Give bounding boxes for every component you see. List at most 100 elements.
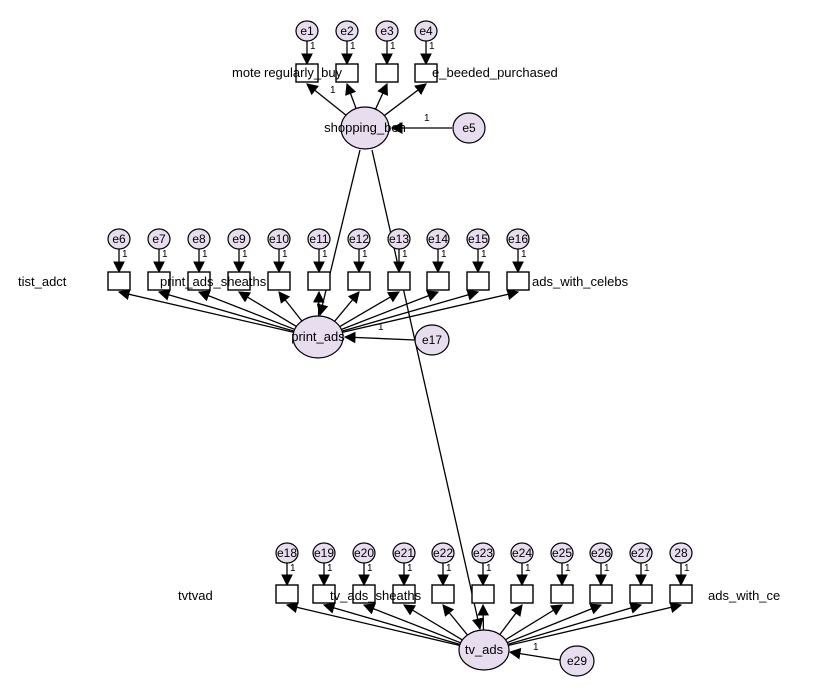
- tv-error-7: [510, 542, 534, 564]
- residual-e29-arrow: [508, 647, 561, 661]
- tv-error-label-1: e18: [277, 546, 297, 560]
- tv-loading-11: [505, 601, 683, 647]
- tv-indicator-box-8: [550, 584, 574, 604]
- print-loading-2: [157, 289, 297, 333]
- shopping-error-weight-1: 1: [310, 41, 316, 52]
- residual-e5: e5 1: [424, 112, 486, 144]
- residual-e5-label: e5: [462, 121, 476, 135]
- tv-error-weight-8: 1: [565, 563, 571, 574]
- print-error-8: [387, 228, 411, 250]
- print-indicator-label-right: ads_with_celebs: [532, 274, 629, 289]
- print-error-label-5: e10: [269, 232, 289, 246]
- tv-error-2: [312, 542, 336, 564]
- shopping-error-1: [295, 20, 319, 42]
- print-error-weight-5: 1: [282, 249, 288, 260]
- print-error-9: [426, 228, 450, 250]
- print-indicator-box-5: [267, 271, 291, 291]
- tv-loading-3: [362, 603, 464, 645]
- residual-e29-label: e29: [567, 654, 587, 668]
- nodes-layer: e11e21e31e41e61e71e81e91e101e111e121e131…: [107, 20, 693, 604]
- print-error-label-7: e12: [349, 232, 369, 246]
- print-error-label-8: e13: [389, 232, 409, 246]
- shopping-loading-weight: 1: [330, 85, 336, 96]
- tv-error-label-5: e22: [433, 546, 453, 560]
- tv-error-weight-1: 1: [290, 563, 296, 574]
- residual-e17-label: e17: [422, 333, 442, 347]
- tv-error-11: [669, 542, 693, 564]
- tv-error-weight-6: 1: [486, 563, 492, 574]
- print-indicator-box-10: [466, 271, 490, 291]
- print-error-weight-7: 1: [362, 249, 368, 260]
- print-error-label-2: e7: [152, 232, 166, 246]
- print-error-3: [187, 228, 211, 250]
- print-error-10: [466, 228, 490, 250]
- tv-indicator-box-6: [471, 584, 495, 604]
- print-loading-4: [237, 291, 299, 329]
- tv-error-1: [275, 542, 299, 564]
- latent-shopping-label: shopping_beh: [324, 120, 406, 135]
- print-indicator-box-7: [347, 271, 371, 291]
- tv-error-label-7: e24: [512, 546, 532, 560]
- print-error-7: [347, 228, 371, 250]
- print-loading-11: [339, 288, 520, 334]
- tv-loading-5: [442, 604, 470, 638]
- print-loading-8: [337, 291, 401, 329]
- latent-shopping-beh: shopping_beh: [324, 106, 406, 150]
- tv-indicator-box-3: [352, 584, 376, 604]
- print-error-weight-6: 1: [322, 249, 328, 260]
- shopping-indicator-box-1: [295, 63, 319, 83]
- print-error-4: [227, 228, 251, 250]
- shopping-indicator-label-right: e_beeded_purchased: [432, 65, 558, 80]
- latent-print-ads: print_ads: [291, 315, 345, 359]
- tv-loading-2: [322, 602, 463, 646]
- tv-indicator-label-mid: tv_ads_sheaths: [330, 588, 422, 603]
- shopping-error-4: [414, 20, 438, 42]
- tv-indicator-label-right: ads_with_ce: [708, 588, 780, 603]
- print-indicator-box-3: [187, 271, 211, 291]
- edges-layer: [113, 40, 687, 661]
- tv-error-label-2: e19: [314, 546, 334, 560]
- shopping-loading-3: [374, 82, 388, 112]
- print-indicator-box-2: [147, 271, 171, 291]
- shopping-indicator-box-3: [375, 63, 399, 83]
- latent-tv-ads: tv_ads: [458, 629, 510, 671]
- shopping-indicator-label-left: mote: [232, 65, 261, 80]
- tv-loading-8: [503, 604, 563, 642]
- tv-error-5: [431, 542, 455, 564]
- shopping-loading-4: [382, 83, 427, 118]
- print-error-label-9: e14: [428, 232, 448, 246]
- print-error-weight-8: 1: [402, 249, 408, 260]
- residual-e5-weight: 1: [424, 113, 430, 124]
- print-error-11: [506, 228, 530, 250]
- path-shopping-to-tv: [371, 149, 484, 631]
- print-error-weight-4: 1: [242, 249, 248, 260]
- print-error-weight-10: 1: [481, 249, 487, 260]
- tv-error-label-6: e23: [473, 546, 493, 560]
- latent-print-label: print_ads: [291, 329, 345, 344]
- tv-error-weight-3: 1: [367, 563, 373, 574]
- print-loading-7: [332, 291, 360, 324]
- print-indicator-box-6: [307, 271, 331, 291]
- tv-indicator-box-4: [392, 584, 416, 604]
- tv-indicator-box-11: [669, 584, 693, 604]
- print-error-weight-3: 1: [202, 249, 208, 260]
- tv-loading-4: [402, 604, 465, 642]
- tv-error-weight-9: 1: [604, 563, 610, 574]
- print-indicator-box-8: [387, 271, 411, 291]
- tv-error-10: [629, 542, 653, 564]
- print-loading-5: [278, 291, 304, 324]
- print-indicator-label-mid: print_ads_sheaths: [160, 274, 267, 289]
- tv-error-weight-10: 1: [644, 563, 650, 574]
- residual-e17: e17 1: [378, 322, 450, 356]
- shopping-error-label-1: e1: [300, 24, 314, 38]
- tv-error-weight-5: 1: [446, 563, 452, 574]
- shopping-indicator-box-4: [414, 63, 438, 83]
- print-error-label-10: e15: [468, 232, 488, 246]
- print-error-label-1: e6: [112, 232, 126, 246]
- tv-error-label-11: 28: [674, 546, 688, 560]
- print-error-weight-2: 1: [162, 249, 168, 260]
- tv-error-8: [550, 542, 574, 564]
- tv-error-label-3: e20: [354, 546, 374, 560]
- tv-error-label-10: e27: [631, 546, 651, 560]
- residual-e17-arrow: [343, 331, 416, 344]
